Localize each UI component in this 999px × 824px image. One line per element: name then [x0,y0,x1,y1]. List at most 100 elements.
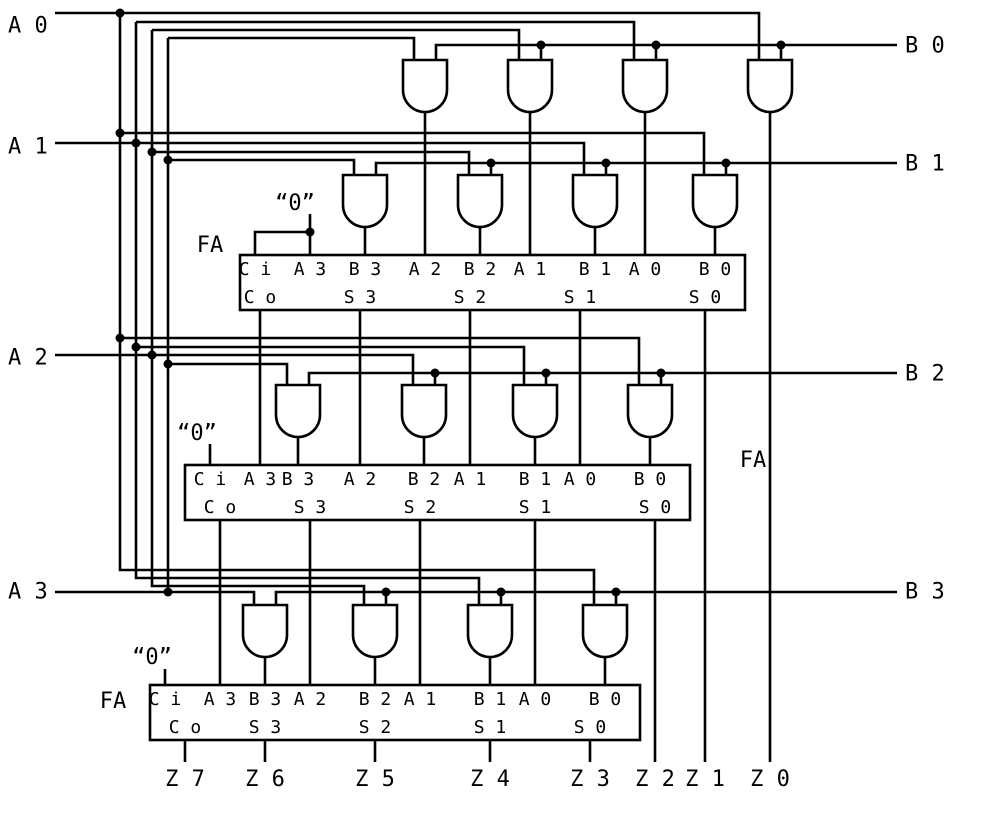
input-label-b0: B 0 [905,34,945,59]
junction-dot [131,138,141,148]
junction-dot [163,587,173,597]
junction-dot [776,40,786,50]
junction-dot [163,155,173,165]
input-label-b3: B 3 [905,580,945,605]
and-gate-row1-2 [506,58,554,114]
wires [55,11,897,762]
input-label-a3: A 3 [8,580,48,605]
full-adder-2-box [183,463,692,522]
and-gate-row3-1 [274,383,322,439]
junction-dot [381,587,391,597]
fa1-port-b2: B 2 [464,259,497,280]
fa1-port-a3: A 3 [294,259,327,280]
output-label-z1: Z 1 [685,767,725,792]
fa3-port-a0: A 0 [519,689,552,710]
full-adder-3-box [148,683,642,742]
fa1-port-s0: S 0 [689,287,722,308]
and-gate-row2-4 [691,173,739,229]
fa1-port-ci: C i [239,259,272,280]
fa1-zero-constant: “0” [275,191,315,216]
input-label-b2: B 2 [905,362,945,387]
output-label-z5: Z 5 [355,767,395,792]
junction-dot [131,342,141,352]
block-labels: FA FA FA “0” “0” “0” [100,191,767,714]
wire-row1-gate-outputs [423,112,772,762]
wire-net-a3 [55,36,416,605]
wire-net-b2 [307,371,897,385]
fa3-port-b3: B 3 [249,689,282,710]
fa2-port-b2: B 2 [408,469,441,490]
and-gate-row1-3 [621,58,669,114]
fa1-port-a0: A 0 [629,259,662,280]
output-label-z0: Z 0 [750,767,790,792]
fa2-port-labels: C i A 3 B 3 A 2 B 2 A 1 B 1 A 0 B 0 C o … [194,469,672,518]
io-labels: A 0 A 1 A 2 A 3 B 0 B 1 B 2 B 3 Z 7 Z 6 … [8,14,945,793]
junction-dots [115,8,786,597]
and-gate-row4-1 [241,603,289,659]
junction-dot [721,158,731,168]
output-label-z4: Z 4 [470,767,510,792]
fa2-port-s3: S 3 [294,497,327,518]
fa2-port-s2: S 2 [404,497,437,518]
junction-dot [651,40,661,50]
wire-net-b0 [434,43,897,60]
fa1-port-b1: B 1 [579,259,612,280]
fa1-name-label: FA [197,233,224,258]
wire-fa3-outputs [183,740,592,762]
and-gate-row4-4 [581,603,629,659]
fa3-port-ci: C i [149,689,182,710]
fa2-port-a0: A 0 [564,469,597,490]
wire-net-b1 [374,161,897,175]
junction-dot [115,333,125,343]
fa1-port-s3: S 3 [344,287,377,308]
fa2-port-b1: B 1 [519,469,552,490]
wire-net-b3 [274,590,897,605]
junction-dot [115,8,125,18]
wire-fa1-zero-input [253,214,312,255]
fa3-port-labels: C i A 3 B 3 A 2 B 2 A 1 B 1 A 0 B 0 C o … [149,689,622,738]
fa3-port-s0: S 0 [574,717,607,738]
fa1-port-a2: A 2 [409,259,442,280]
junction-dot [115,128,125,138]
and-gate-row3-2 [400,383,448,439]
input-label-a1: A 1 [8,135,48,160]
fa3-port-s1: S 1 [474,717,507,738]
wire-row2-gate-outputs [363,227,717,255]
and-gate-row4-3 [466,603,514,659]
junction-dot [486,158,496,168]
fa3-zero-constant: “0” [132,645,172,670]
fa3-port-s2: S 2 [359,717,392,738]
fa1-port-co: C o [244,287,277,308]
fa2-port-a3: A 3 [244,469,277,490]
junction-dot [163,359,173,369]
fa3-port-a1: A 1 [404,689,437,710]
fa3-port-b1: B 1 [474,689,507,710]
fa2-zero-constant: “0” [177,421,217,446]
output-label-z3: Z 3 [570,767,610,792]
and-gate-row4-2 [351,603,399,659]
wire-net-a1 [55,20,636,605]
fa2-port-co: C o [204,497,237,518]
junction-dot [147,147,157,157]
wire-fa2-outputs [218,520,657,762]
fa2-port-s0: S 0 [639,497,672,518]
and-gate-row2-3 [571,173,619,229]
fa2-port-a1: A 1 [454,469,487,490]
fa3-port-b0: B 0 [589,689,622,710]
input-label-a0: A 0 [8,14,48,39]
and-gate-row2-2 [456,173,504,229]
fa3-port-b2: B 2 [359,689,392,710]
wire-row4-gate-outputs [263,657,607,685]
full-adder-blocks [148,253,747,742]
junction-dot [656,368,666,378]
input-label-a2: A 2 [8,346,48,371]
wire-row3-gate-outputs [296,437,652,465]
fa2-port-s1: S 1 [519,497,552,518]
and-gate-row1-1 [401,58,449,114]
junction-dot [496,587,506,597]
output-label-z6: Z 6 [245,767,285,792]
junction-dot [601,158,611,168]
junction-dot [541,368,551,378]
fa3-name-label: FA [100,689,127,714]
junction-dot [305,227,315,237]
